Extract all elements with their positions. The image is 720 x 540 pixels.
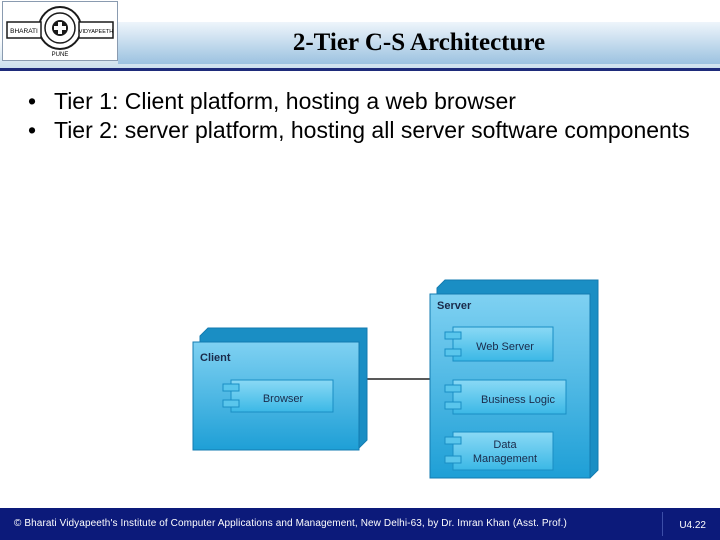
component-port-icon: [444, 331, 462, 340]
browser-component: Browser: [222, 379, 334, 413]
component-port-icon: [444, 455, 462, 464]
bullet-text: Tier 1: Client platform, hosting a web b…: [54, 88, 516, 114]
server-node: Server Web Server Business Logic Data Ma…: [429, 279, 599, 479]
client-label: Client: [200, 352, 231, 364]
svg-text:PUNE: PUNE: [52, 52, 69, 58]
component-port-icon: [444, 348, 462, 357]
logo-emblem-icon: BHARATI VIDYAPEETH PUNE: [6, 6, 114, 58]
data-management-label-line1: Data: [493, 439, 517, 451]
bullet-text: Tier 2: server platform, hosting all ser…: [54, 117, 690, 143]
footer-credit: © Bharati Vidyapeeth's Institute of Comp…: [14, 518, 567, 529]
web-server-label: Web Server: [476, 341, 534, 353]
component-port-icon: [444, 436, 462, 445]
bullet-list: • Tier 1: Client platform, hosting a web…: [28, 88, 708, 146]
bullet-dot-icon: •: [28, 88, 37, 114]
page-title: 2-Tier C-S Architecture: [292, 29, 546, 56]
bullet-item: • Tier 1: Client platform, hosting a web…: [28, 88, 708, 115]
bullet-item: • Tier 2: server platform, hosting all s…: [28, 117, 708, 144]
data-management-component: Data Management: [444, 431, 554, 471]
server-label: Server: [437, 300, 472, 312]
header-divider: [0, 68, 720, 71]
data-management-label-line2: Management: [473, 453, 537, 465]
svg-text:BHARATI: BHARATI: [10, 28, 38, 35]
client-node: Client Browser: [192, 327, 368, 451]
component-port-icon: [222, 399, 240, 408]
title-bar: 2-Tier C-S Architecture: [118, 22, 720, 64]
business-logic-label: Business Logic: [481, 394, 555, 406]
component-port-icon: [222, 383, 240, 392]
footer-separator: [662, 512, 663, 536]
page-number: U4.22: [679, 520, 706, 531]
component-port-icon: [444, 384, 462, 393]
web-server-component: Web Server: [444, 326, 554, 362]
svg-text:VIDYAPEETH: VIDYAPEETH: [79, 29, 113, 35]
business-logic-component: Business Logic: [444, 379, 567, 415]
bullet-dot-icon: •: [28, 117, 37, 143]
institute-logo: BHARATI VIDYAPEETH PUNE: [2, 1, 118, 61]
component-port-icon: [444, 401, 462, 410]
browser-label: Browser: [263, 393, 304, 405]
footer-bar: © Bharati Vidyapeeth's Institute of Comp…: [0, 508, 720, 540]
